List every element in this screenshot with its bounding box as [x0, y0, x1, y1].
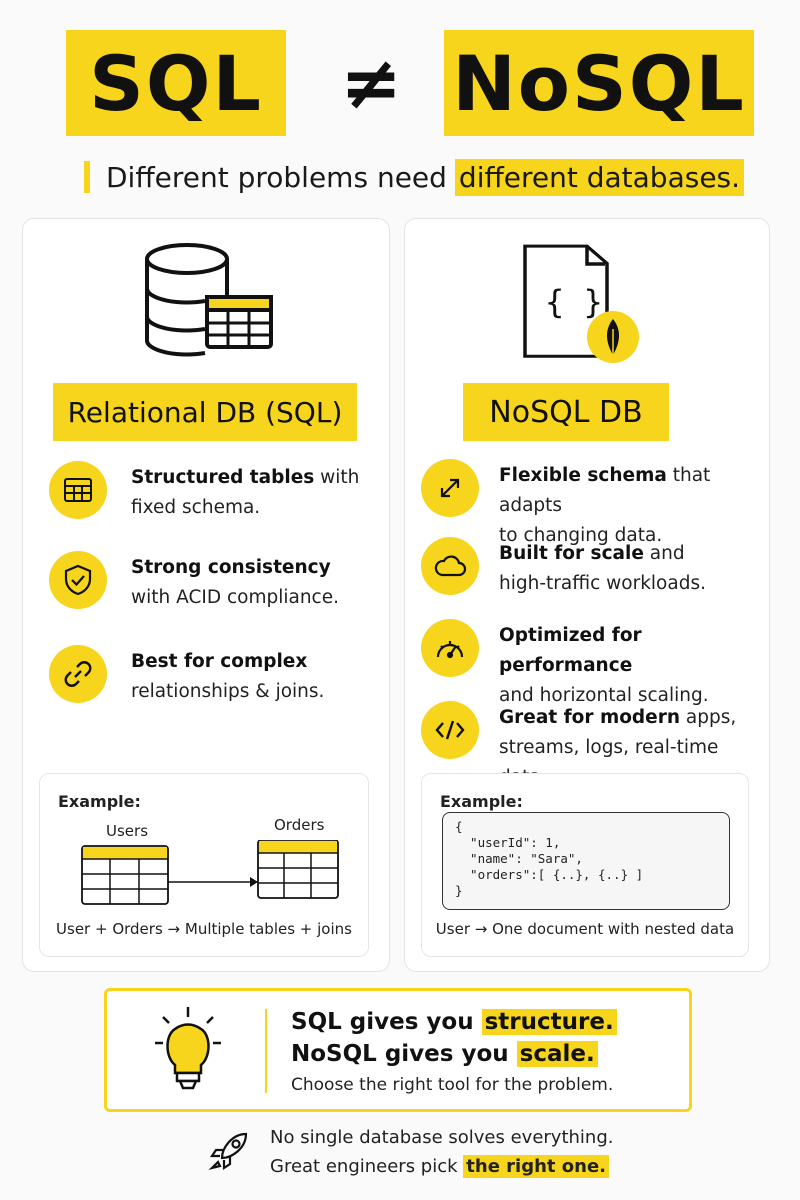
link-icon	[49, 645, 107, 703]
json-document-code: { "userId": 1, "name": "Sara", "orders":…	[442, 812, 730, 910]
nosql-feature-flexible: Flexible schema that adapts to changing …	[421, 459, 761, 551]
subtitle-accent-bar	[84, 161, 90, 193]
tables-join-diagram	[81, 840, 339, 905]
sql-card-title: Relational DB (SQL)	[53, 383, 357, 441]
example-label: Example:	[58, 792, 141, 811]
subtitle-text: Different problems need	[106, 160, 447, 194]
subtitle-highlight: different databases.	[454, 158, 745, 196]
footer-line1: No single database solves everything.	[270, 1127, 614, 1148]
feature-text: Strong consistency with ACID compliance.	[131, 557, 339, 608]
svg-text:{ }: { }	[545, 283, 603, 321]
expand-arrows-icon	[421, 459, 479, 517]
summary-line-nosql: NoSQL gives you scale.	[291, 1041, 598, 1067]
code-icon	[421, 701, 479, 759]
summary-line-choose: Choose the right tool for the problem.	[291, 1075, 614, 1095]
document-leaf-icon: { }	[517, 241, 657, 375]
nosql-example: Example: { "userId": 1, "name": "Sara", …	[421, 773, 749, 957]
sql-example-caption: User + Orders → Multiple tables + joins	[56, 920, 352, 938]
summary-line-sql: SQL gives you structure.	[291, 1009, 617, 1035]
footer-line2: Great engineers pick the right one.	[270, 1155, 610, 1178]
subtitle: Different problems need different databa…	[84, 157, 745, 197]
nosql-card-title: NoSQL DB	[463, 383, 669, 441]
database-table-icon	[139, 241, 279, 370]
feature-text: Built for scale and high-traffic workloa…	[499, 543, 706, 594]
shield-check-icon	[49, 551, 107, 609]
example-label: Example:	[440, 792, 523, 811]
title-nosql: NoSQL	[444, 30, 754, 136]
feature-text: Flexible schema that adapts to changing …	[499, 465, 711, 546]
users-table-label: Users	[106, 822, 149, 840]
nosql-feature-performance: Optimized for performance and horizontal…	[421, 619, 761, 711]
title-not-equal-symbol: ≠	[339, 40, 402, 126]
nosql-card: { } NoSQL DB Flexible schema that adapts…	[404, 218, 770, 972]
sql-example: Example: Users Orders	[39, 773, 369, 957]
nosql-feature-scale: Built for scale and high-traffic workloa…	[421, 537, 761, 599]
summary-divider	[265, 1009, 267, 1093]
feature-text: Optimized for performance and horizontal…	[499, 625, 709, 706]
feature-text: Best for complex relationships & joins.	[131, 651, 325, 702]
title-sql: SQL	[66, 30, 286, 136]
sql-feature-relationships: Best for complex relationships & joins.	[49, 645, 369, 707]
rocket-icon	[208, 1128, 252, 1176]
sql-feature-structured: Structured tables with fixed schema.	[49, 461, 369, 523]
cloud-icon	[421, 537, 479, 595]
gauge-icon	[421, 619, 479, 677]
sql-feature-consistency: Strong consistency with ACID compliance.	[49, 551, 369, 613]
table-icon	[49, 461, 107, 519]
sql-card: Relational DB (SQL) Structured tables wi…	[22, 218, 390, 972]
summary-box: SQL gives you structure. NoSQL gives you…	[104, 988, 692, 1112]
lightbulb-icon	[153, 1005, 223, 1105]
nosql-example-caption: User → One document with nested data	[435, 920, 735, 938]
orders-table-label: Orders	[274, 816, 325, 834]
feature-text: Structured tables with fixed schema.	[131, 467, 360, 518]
